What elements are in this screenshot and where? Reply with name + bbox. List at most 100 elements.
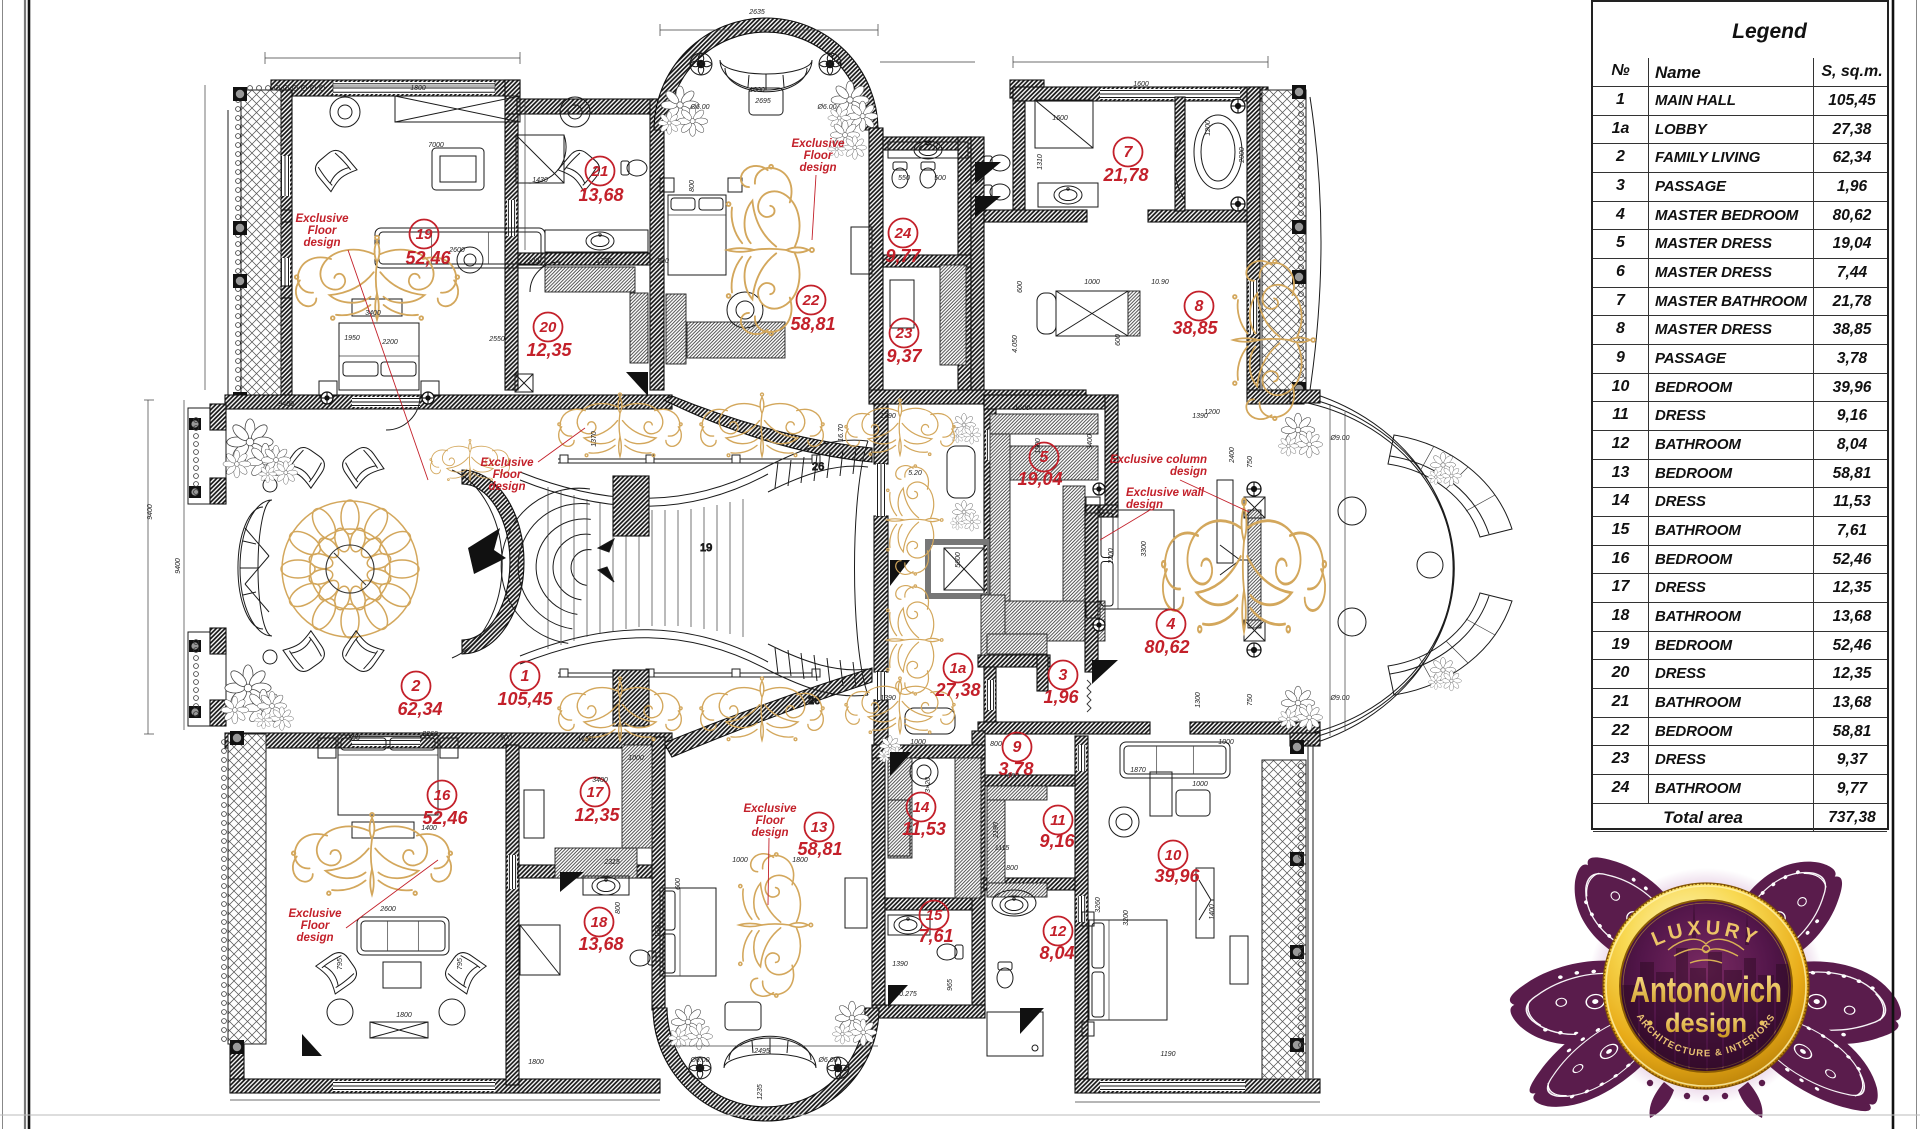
svg-text:800: 800 xyxy=(1007,773,1019,780)
svg-text:1300: 1300 xyxy=(1195,692,1202,708)
svg-text:9,37: 9,37 xyxy=(886,346,922,366)
svg-text:27,38: 27,38 xyxy=(934,680,980,700)
svg-text:1000: 1000 xyxy=(910,739,926,746)
svg-text:600: 600 xyxy=(675,878,682,890)
svg-text:1000: 1000 xyxy=(749,87,765,94)
svg-text:52,46: 52,46 xyxy=(422,808,468,828)
svg-text:1600: 1600 xyxy=(1133,81,1149,88)
svg-text:21: 21 xyxy=(591,163,609,180)
svg-text:1640: 1640 xyxy=(655,922,662,938)
svg-text:26: 26 xyxy=(812,461,824,473)
svg-text:3,78: 3,78 xyxy=(998,759,1033,779)
svg-text:1750: 1750 xyxy=(577,736,593,743)
svg-text:20: 20 xyxy=(539,319,557,336)
svg-text:26: 26 xyxy=(808,695,820,707)
svg-text:2200: 2200 xyxy=(1108,548,1115,565)
svg-text:1500: 1500 xyxy=(1035,438,1042,454)
svg-text:800: 800 xyxy=(615,902,622,914)
svg-text:19,04: 19,04 xyxy=(1017,469,1062,489)
svg-text:17: 17 xyxy=(587,784,604,801)
svg-text:16.70: 16.70 xyxy=(838,424,845,442)
svg-text:1390: 1390 xyxy=(880,695,896,702)
svg-text:1a: 1a xyxy=(950,660,967,677)
svg-text:19: 19 xyxy=(416,226,433,243)
svg-text:795: 795 xyxy=(457,958,464,970)
svg-text:750: 750 xyxy=(1247,694,1254,706)
svg-text:1800: 1800 xyxy=(792,857,808,864)
svg-text:4.050: 4.050 xyxy=(1012,335,1019,353)
svg-text:12,35: 12,35 xyxy=(574,805,620,825)
svg-text:1600: 1600 xyxy=(1052,115,1068,122)
svg-text:1390: 1390 xyxy=(880,413,896,420)
svg-text:3400: 3400 xyxy=(592,777,608,784)
svg-text:2400: 2400 xyxy=(1229,447,1236,464)
svg-text:500: 500 xyxy=(500,735,512,742)
svg-text:5.20: 5.20 xyxy=(908,470,922,477)
svg-text:21,78: 21,78 xyxy=(1102,165,1148,185)
svg-text:800: 800 xyxy=(1006,865,1018,872)
svg-text:9: 9 xyxy=(1013,739,1022,756)
svg-text:600: 600 xyxy=(1017,281,1024,293)
svg-text:1950: 1950 xyxy=(344,335,360,342)
svg-text:Ø9.00: Ø9.00 xyxy=(1329,695,1349,702)
svg-text:1: 1 xyxy=(521,668,530,685)
svg-text:3300: 3300 xyxy=(1141,541,1148,557)
svg-text:15: 15 xyxy=(926,907,943,924)
svg-text:500: 500 xyxy=(527,258,539,265)
svg-text:1235: 1235 xyxy=(757,1084,764,1100)
svg-text:12: 12 xyxy=(1050,923,1067,940)
svg-text:1000: 1000 xyxy=(628,755,644,762)
svg-text:105,45: 105,45 xyxy=(497,689,553,709)
svg-text:8: 8 xyxy=(1195,298,1204,315)
svg-text:1370: 1370 xyxy=(591,431,598,447)
svg-text:2: 2 xyxy=(411,678,421,695)
svg-text:9400: 9400 xyxy=(147,504,154,520)
svg-text:7,61: 7,61 xyxy=(918,926,953,946)
svg-text:9,16: 9,16 xyxy=(1039,831,1075,851)
svg-text:500: 500 xyxy=(348,735,360,742)
svg-text:7: 7 xyxy=(1124,144,1134,161)
svg-text:2200: 2200 xyxy=(381,339,398,346)
svg-text:600: 600 xyxy=(1115,334,1122,346)
svg-text:1310: 1310 xyxy=(1037,154,1044,170)
svg-text:2600: 2600 xyxy=(379,906,396,913)
svg-text:5: 5 xyxy=(1040,449,1050,466)
svg-text:795: 795 xyxy=(337,958,344,970)
svg-text:1,96: 1,96 xyxy=(1043,687,1079,707)
svg-text:62,34: 62,34 xyxy=(397,699,442,719)
svg-text:Ø6.00: Ø6.00 xyxy=(816,104,836,111)
svg-text:2000: 2000 xyxy=(1239,147,1246,164)
svg-text:12,35: 12,35 xyxy=(526,340,572,360)
svg-text:1870: 1870 xyxy=(1130,767,1146,774)
svg-text:13: 13 xyxy=(811,819,828,836)
svg-text:3400: 3400 xyxy=(1087,434,1094,450)
svg-text:80,62: 80,62 xyxy=(1144,637,1189,657)
svg-text:3: 3 xyxy=(1059,667,1068,684)
svg-text:1430: 1430 xyxy=(532,177,548,184)
svg-text:3260: 3260 xyxy=(422,731,438,738)
svg-text:8,04: 8,04 xyxy=(1039,943,1074,963)
svg-text:38,85: 38,85 xyxy=(1172,318,1218,338)
svg-text:10.90: 10.90 xyxy=(1151,279,1169,286)
svg-text:2550: 2550 xyxy=(488,336,505,343)
svg-text:0.275: 0.275 xyxy=(899,991,917,998)
svg-text:4: 4 xyxy=(1166,616,1176,633)
svg-text:1000: 1000 xyxy=(1192,781,1208,788)
svg-text:9,77: 9,77 xyxy=(885,246,921,266)
svg-text:1000: 1000 xyxy=(1218,739,1234,746)
svg-text:1390: 1390 xyxy=(1192,413,1208,420)
svg-text:2695: 2695 xyxy=(754,98,771,105)
svg-text:500: 500 xyxy=(934,175,946,182)
svg-text:2495: 2495 xyxy=(753,1048,770,1055)
svg-text:3200: 3200 xyxy=(1123,910,1130,926)
svg-text:965: 965 xyxy=(947,979,954,991)
svg-text:9400: 9400 xyxy=(278,401,294,408)
svg-text:1800: 1800 xyxy=(528,1059,544,1066)
svg-text:16: 16 xyxy=(434,787,451,804)
svg-text:10: 10 xyxy=(1165,847,1182,864)
svg-text:5600: 5600 xyxy=(955,552,962,568)
